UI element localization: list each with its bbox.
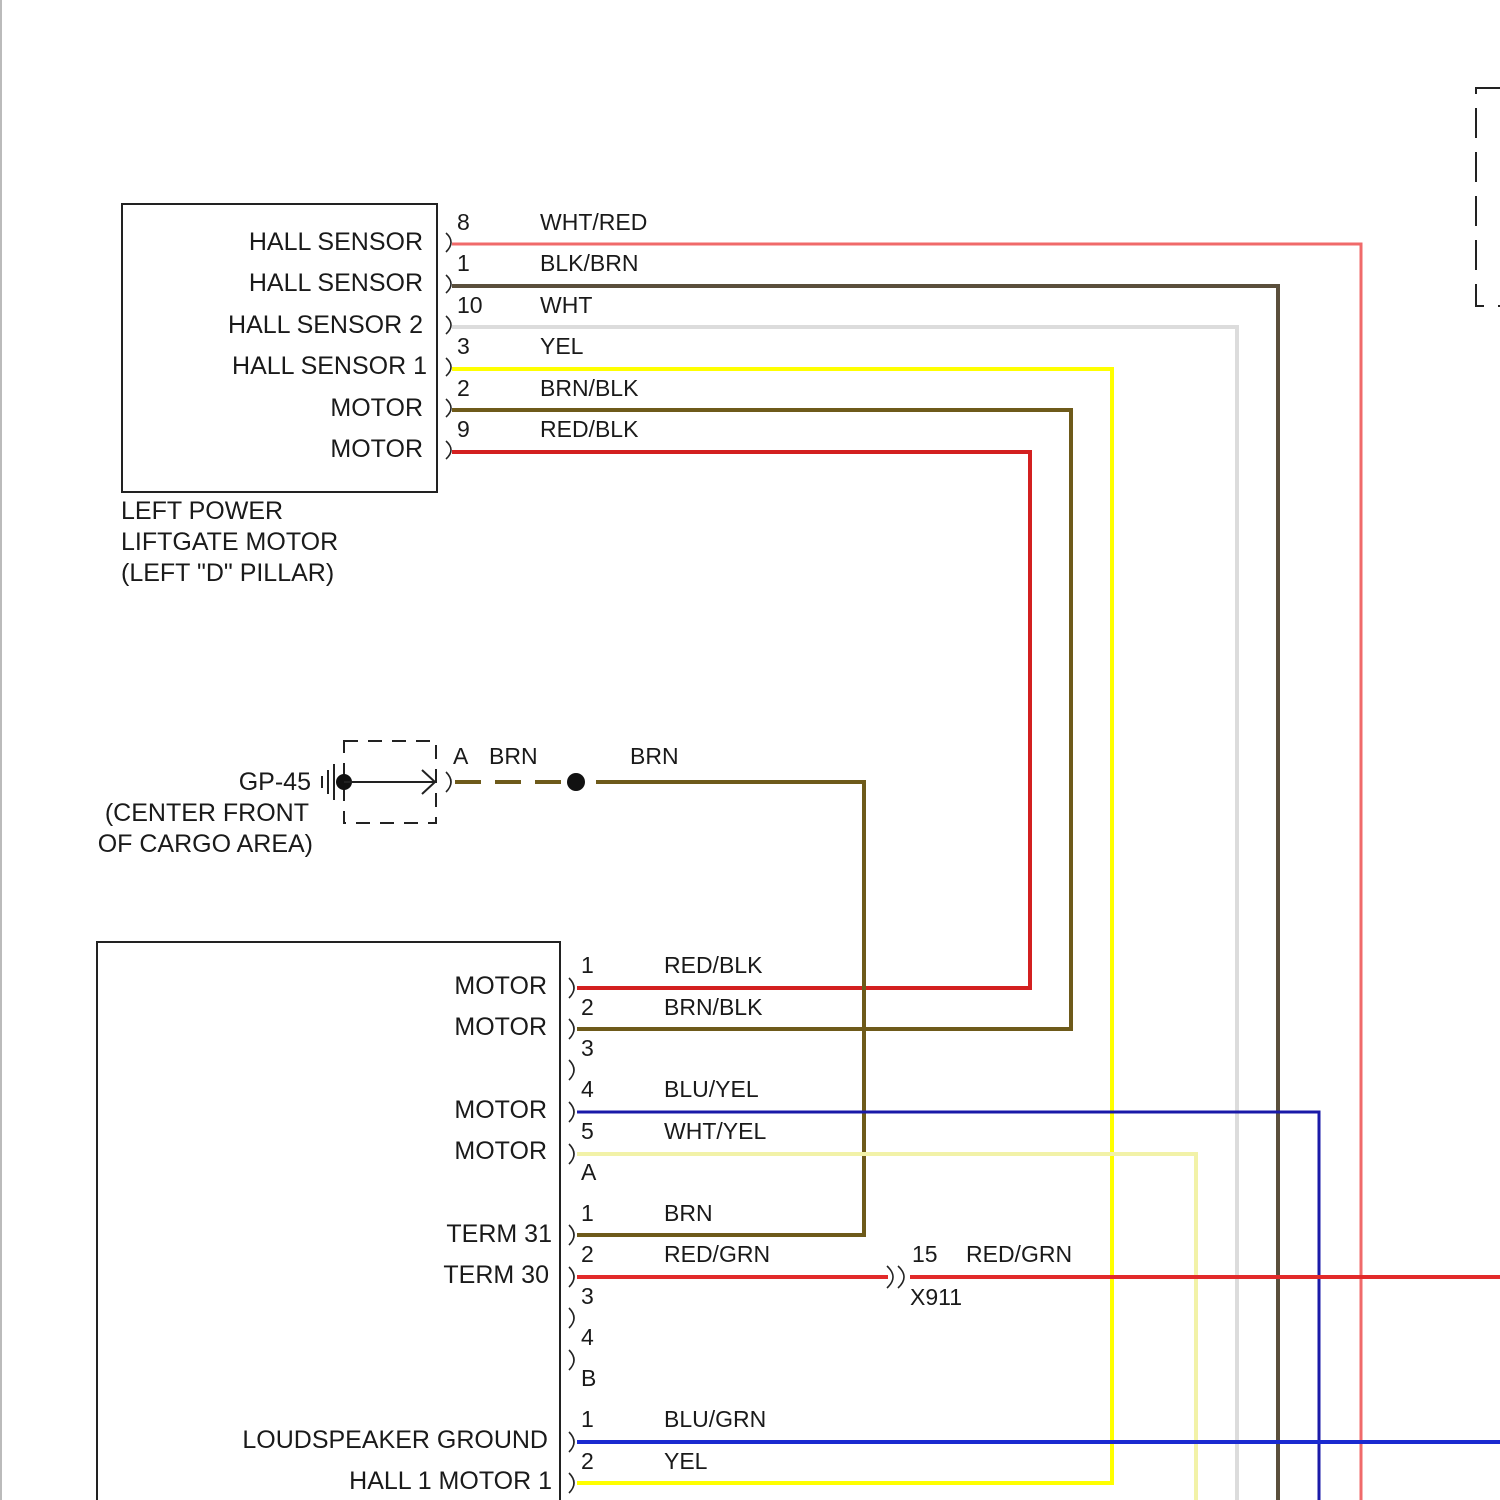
pin-number: B (581, 1365, 596, 1391)
connector-symbol (569, 978, 574, 998)
partial-component-box (1476, 88, 1500, 306)
connector-symbol (569, 1432, 574, 1452)
pin-number: 1 (581, 1406, 594, 1432)
connector-symbol (446, 275, 451, 293)
left-motor-labels: HALL SENSOR HALL SENSOR HALL SENSOR 2 HA… (228, 228, 427, 463)
connector-symbol (446, 399, 451, 417)
module-label: MOTOR (454, 1137, 547, 1165)
wire-wht (452, 327, 1237, 1500)
module-label: MOTOR (454, 972, 547, 1000)
wire-color-label: BLU/GRN (664, 1406, 766, 1432)
ground-location: OF CARGO AREA) (98, 830, 313, 858)
connector-symbol (569, 1225, 574, 1245)
caption-line: LIFTGATE MOTOR (121, 528, 338, 556)
left-motor-label: HALL SENSOR (249, 269, 423, 297)
connector-symbol (569, 1144, 574, 1164)
wire-color-label: WHT (540, 292, 592, 318)
left-motor-label: HALL SENSOR (249, 228, 423, 256)
connector-symbol (569, 1473, 574, 1493)
wire-color-label: YEL (540, 333, 584, 359)
caption-line: LEFT POWER (121, 497, 283, 525)
module-label: HALL 1 MOTOR 1 (349, 1467, 552, 1495)
left-motor-label: HALL SENSOR 2 (228, 311, 423, 339)
connector-symbol (569, 1060, 574, 1080)
connector-id: X911 (910, 1284, 962, 1310)
pin-number: A (453, 743, 469, 769)
pin-number: 2 (581, 994, 594, 1020)
module-label: TERM 30 (443, 1261, 549, 1289)
connector-symbol (446, 441, 451, 459)
module-label: LOUDSPEAKER GROUND (242, 1426, 548, 1454)
connector-symbol (898, 1266, 904, 1288)
wire-color-label: BRN/BLK (664, 994, 763, 1020)
wire-color-label: RED/BLK (664, 952, 763, 978)
pin-number: 2 (581, 1448, 594, 1474)
caption-line: (LEFT "D" PILLAR) (121, 559, 334, 587)
wire-color-label: RED/BLK (540, 416, 639, 442)
pin-number: 3 (581, 1035, 594, 1061)
wire-color-label: BRN (489, 743, 538, 769)
wire-color-label: BLK/BRN (540, 250, 638, 276)
connector-symbol (569, 1308, 574, 1328)
ground-gp45: GP-45 (CENTER FRONT OF CARGO AREA) A BRN… (98, 741, 679, 858)
wire-color-label: BRN (630, 743, 679, 769)
wire-color-label: BRN (664, 1200, 713, 1226)
wire-color-label: BRN/BLK (540, 375, 639, 401)
module-connectors (569, 978, 574, 1493)
left-motor-label: MOTOR (330, 394, 423, 422)
connector-symbol (569, 1019, 574, 1039)
ground-location: (CENTER FRONT (105, 799, 309, 827)
wire-color-label: WHT/YEL (664, 1118, 766, 1144)
pin-number: 2 (457, 375, 470, 401)
pin-number: 2 (581, 1241, 594, 1267)
wire-color-label: WHT/RED (540, 209, 647, 235)
connector-symbol (569, 1350, 574, 1370)
wire-yel (452, 369, 1112, 1483)
pin-number: 10 (457, 292, 483, 318)
pin-number: A (581, 1159, 597, 1185)
wire-brn-blk (452, 410, 1071, 1029)
module-connector-b-pins: 1 BRN 2 RED/GRN 3 4 B (581, 1200, 770, 1391)
pin-number: 3 (581, 1283, 594, 1309)
wire-color-label: RED/GRN (966, 1241, 1072, 1267)
left-motor-caption: LEFT POWER LIFTGATE MOTOR (LEFT "D" PILL… (121, 497, 338, 587)
connector-symbol (569, 1102, 574, 1122)
connector-symbol (446, 772, 451, 792)
pin-number: 4 (581, 1324, 594, 1350)
pin-number: 15 (912, 1241, 938, 1267)
connector-symbol (446, 233, 451, 252)
pin-number: 5 (581, 1118, 594, 1144)
module-label: MOTOR (454, 1013, 547, 1041)
pin-number: 8 (457, 209, 470, 235)
splice-dot (567, 773, 585, 791)
pin-number: 1 (457, 250, 470, 276)
connector-symbol (446, 358, 451, 376)
left-motor-label: MOTOR (330, 435, 423, 463)
wire-color-label: YEL (664, 1448, 708, 1474)
wire-red-blk (452, 452, 1030, 988)
left-motor-connector (446, 233, 451, 459)
module-label: TERM 31 (446, 1220, 552, 1248)
module-label: MOTOR (454, 1096, 547, 1124)
pin-number: 4 (581, 1076, 594, 1102)
pin-number: 3 (457, 333, 470, 359)
left-motor-label: HALL SENSOR 1 (232, 352, 427, 380)
pin-number: 1 (581, 1200, 594, 1226)
connector-symbol (446, 316, 451, 334)
pin-number: 1 (581, 952, 594, 978)
wire-color-label: BLU/YEL (664, 1076, 759, 1102)
wire-color-label: RED/GRN (664, 1241, 770, 1267)
pin-number: 9 (457, 416, 470, 442)
connector-symbol (569, 1267, 574, 1287)
ground-id: GP-45 (239, 768, 311, 796)
module-labels: MOTOR MOTOR MOTOR MOTOR TERM 31 TERM 30 … (242, 972, 552, 1495)
